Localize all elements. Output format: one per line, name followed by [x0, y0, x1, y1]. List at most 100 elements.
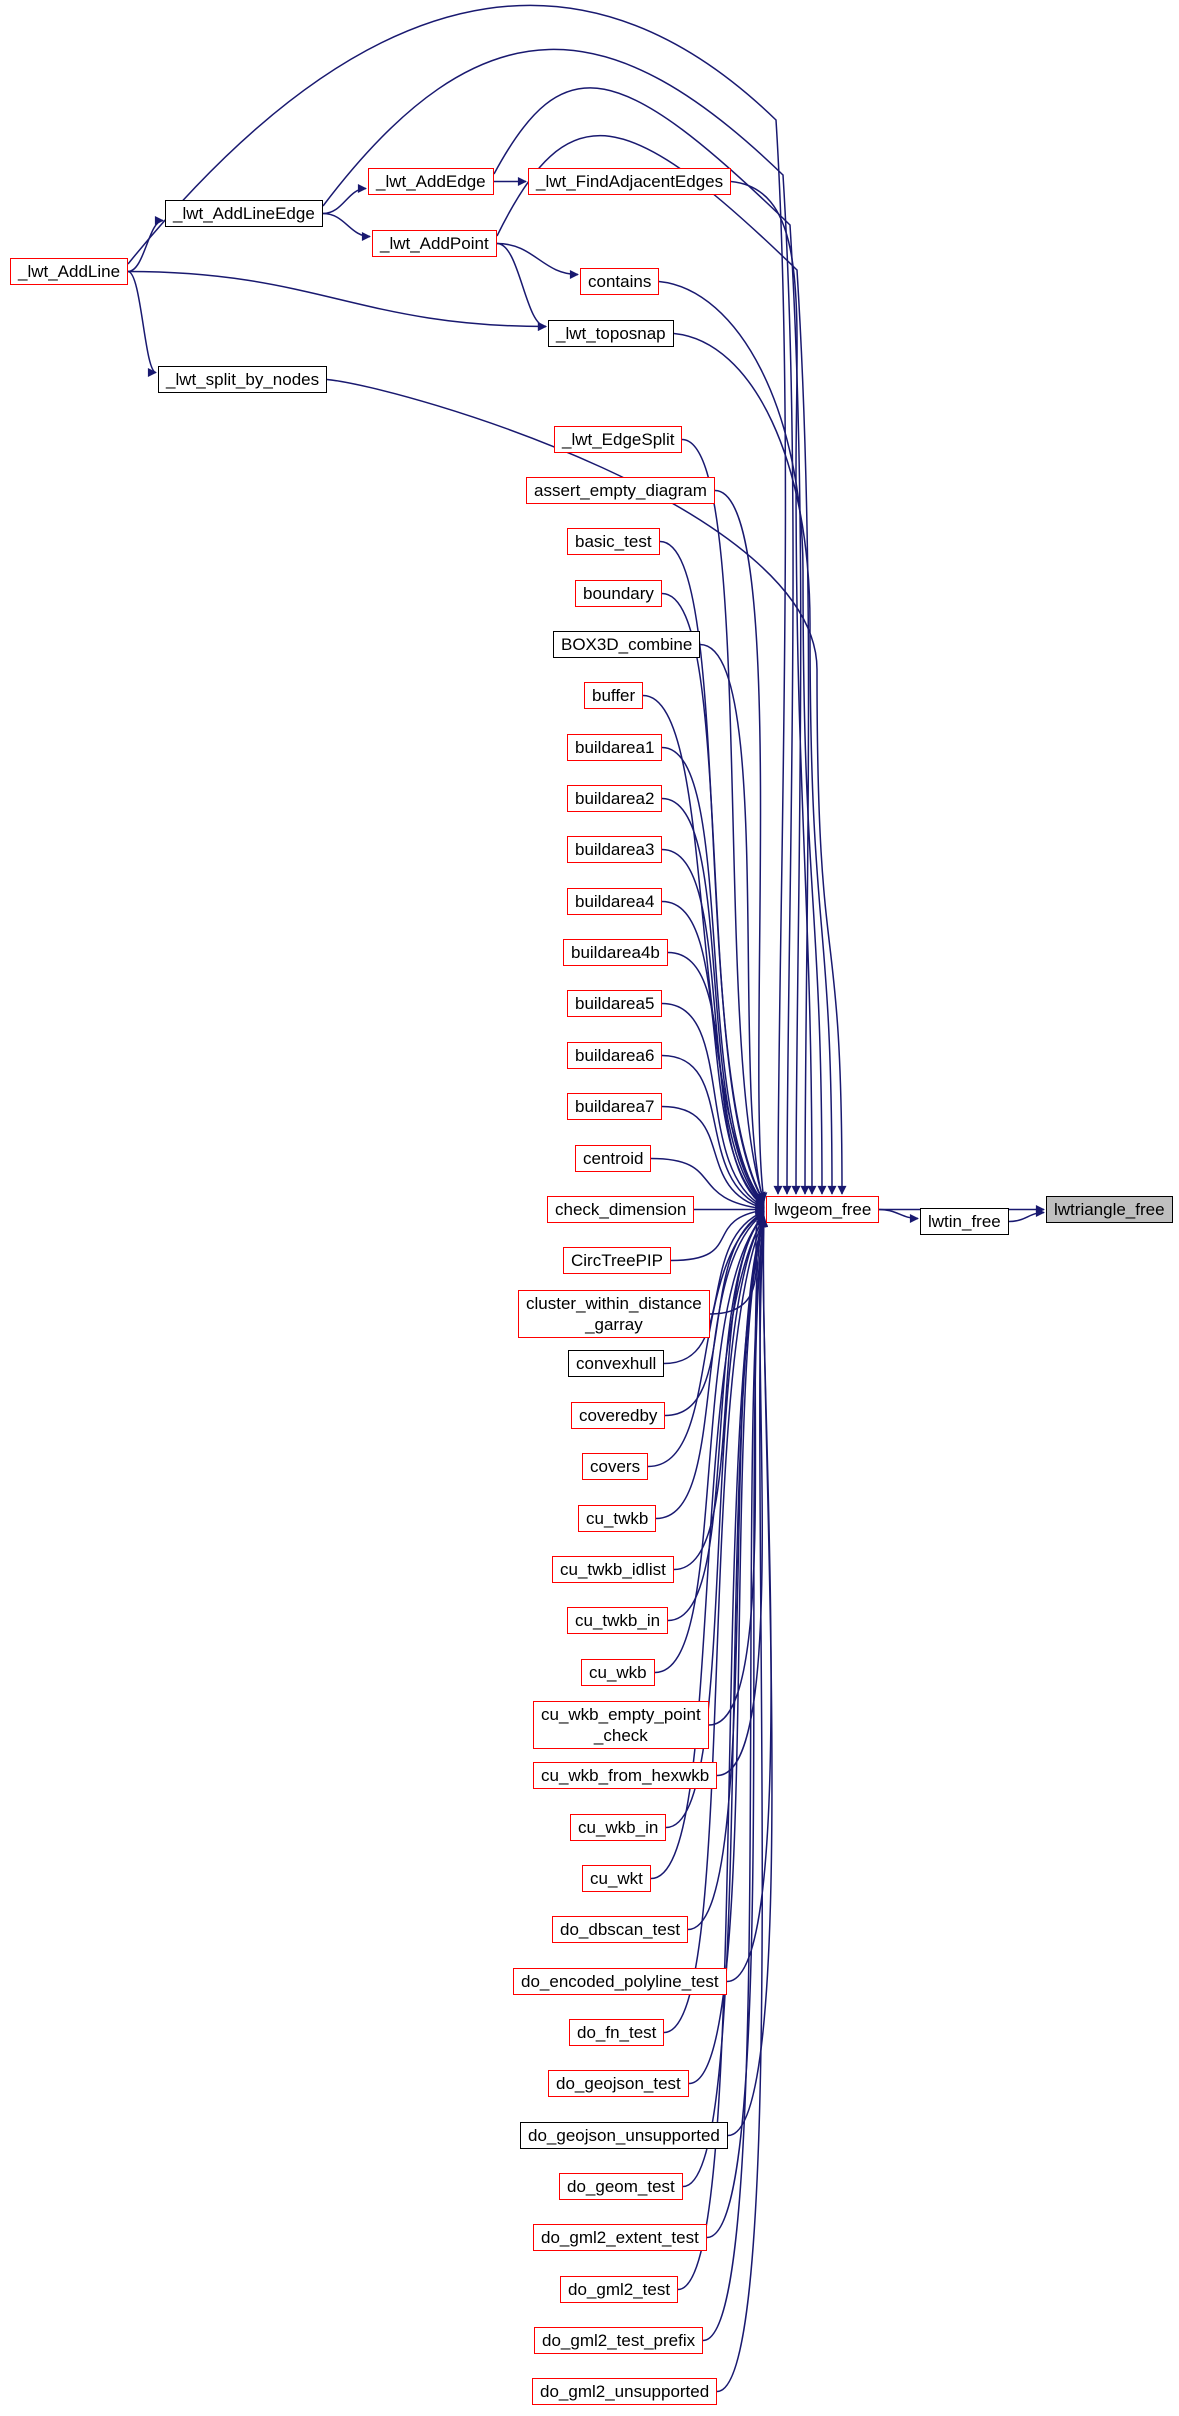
node-do-dbscan-test[interactable]: do_dbscan_test — [552, 1916, 689, 1943]
edge-buildarea4b-to-lwgeom_free — [667, 951, 765, 1208]
node-do-fn-test[interactable]: do_fn_test — [569, 2019, 665, 2046]
node-cu-wkb-empty-point-check[interactable]: cu_wkb_empty_point_check — [533, 1701, 709, 1749]
node-label: do_geojson_unsupported — [528, 2126, 720, 2145]
node-label: cu_wkt — [590, 1869, 643, 1888]
edge-_lwt_AddLine-to-_lwt_toposnap — [127, 270, 547, 331]
node-label: lwtriangle_free — [1054, 1200, 1165, 1219]
node-do-gml2-extent-test[interactable]: do_gml2_extent_test — [533, 2224, 707, 2251]
node-do-geojson-unsupported[interactable]: do_geojson_unsupported — [520, 2122, 728, 2149]
node-do-geom-test[interactable]: do_geom_test — [559, 2173, 683, 2200]
node-cu-wkb-from-hexwkb[interactable]: cu_wkb_from_hexwkb — [533, 1762, 718, 1789]
node-lwt-split-by-nodes[interactable]: _lwt_split_by_nodes — [158, 366, 328, 393]
node-check-dimension[interactable]: check_dimension — [547, 1196, 695, 1223]
node-do-encoded-polyline-test[interactable]: do_encoded_polyline_test — [513, 1968, 727, 1995]
node-label: buildarea7 — [575, 1097, 655, 1116]
node-buildarea5[interactable]: buildarea5 — [567, 990, 663, 1017]
node-assert-empty-diagram[interactable]: assert_empty_diagram — [526, 477, 715, 504]
edge-do_gml2_extent_test-to-lwgeom_free — [706, 1217, 768, 2239]
node-cluster-within-distance-garray[interactable]: cluster_within_distance _garray — [518, 1290, 710, 1338]
node-cu-twkb-idlist[interactable]: cu_twkb_idlist — [552, 1556, 674, 1583]
edge-_lwt_AddLine-to-lwgeom_free — [127, 4, 787, 1195]
node-label: buildarea1 — [575, 738, 655, 757]
edge-_lwt_AddLineEdge-to-lwgeom_free — [322, 48, 794, 1195]
node-cu-wkb[interactable]: cu_wkb — [581, 1659, 655, 1686]
node-label: boundary — [583, 584, 654, 603]
edge-buildarea3-to-lwgeom_free — [661, 848, 765, 1206]
node-cu-wkt[interactable]: cu_wkt — [582, 1865, 651, 1892]
node-label: centroid — [583, 1149, 644, 1168]
node-label: _garray — [585, 1315, 643, 1334]
edge-cu_wkt-to-lwgeom_free — [650, 1216, 765, 1880]
node-lwtin-free[interactable]: lwtin_free — [920, 1208, 1009, 1235]
node-do-gml2-test[interactable]: do_gml2_test — [560, 2276, 679, 2303]
node-basic-test[interactable]: basic_test — [567, 528, 660, 555]
node-label: lwtin_free — [928, 1212, 1001, 1231]
node-buildarea7[interactable]: buildarea7 — [567, 1093, 663, 1120]
edge-covers-to-lwgeom_free — [647, 1211, 765, 1468]
node-buildarea6[interactable]: buildarea6 — [567, 1042, 663, 1069]
node-cu-wkb-in[interactable]: cu_wkb_in — [570, 1814, 667, 1841]
edge-do_gml2_test_prefix-to-lwgeom_free — [702, 1217, 768, 2342]
node-lwt-toposnap[interactable]: _lwt_toposnap — [548, 320, 674, 347]
edge-_lwt_AddPoint-to-_lwt_toposnap — [496, 242, 547, 331]
node-do-gml2-unsupported[interactable]: do_gml2_unsupported — [532, 2378, 718, 2405]
node-buildarea3[interactable]: buildarea3 — [567, 836, 663, 863]
node-contains[interactable]: contains — [580, 268, 660, 295]
node-buildarea4[interactable]: buildarea4 — [567, 888, 663, 915]
node-buildarea2[interactable]: buildarea2 — [567, 785, 663, 812]
edge-assert_empty_diagram-to-lwgeom_free — [714, 489, 768, 1202]
node-box3d-combine[interactable]: BOX3D_combine — [553, 631, 701, 658]
node-lwtriangle-free: lwtriangle_free — [1046, 1196, 1173, 1223]
node-lwt-findadjacentedges[interactable]: _lwt_FindAdjacentEdges — [528, 168, 732, 195]
node-label: _lwt_AddPoint — [380, 234, 489, 253]
edge-_lwt_AddLineEdge-to-_lwt_AddPoint — [322, 212, 371, 241]
node-label: buildarea4 — [575, 892, 655, 911]
node-lwt-addline[interactable]: _lwt_AddLine — [10, 258, 129, 285]
node-label: cluster_within_distance — [526, 1294, 702, 1313]
node-cu-twkb[interactable]: cu_twkb — [578, 1505, 657, 1532]
edge-cu_twkb_idlist-to-lwgeom_free — [673, 1213, 765, 1571]
node-lwt-addpoint[interactable]: _lwt_AddPoint — [372, 230, 497, 257]
node-buildarea4b[interactable]: buildarea4b — [563, 939, 668, 966]
node-label: _lwt_EdgeSplit — [562, 430, 675, 449]
node-lwgeom-free[interactable]: lwgeom_free — [766, 1196, 880, 1223]
node-label: do_geom_test — [567, 2177, 675, 2196]
edge-BOX3D_combine-to-lwgeom_free — [699, 643, 766, 1204]
node-convexhull[interactable]: convexhull — [568, 1350, 665, 1377]
node-boundary[interactable]: boundary — [575, 580, 662, 607]
edge-buildarea2-to-lwgeom_free — [661, 797, 765, 1206]
node-label: cu_wkb_from_hexwkb — [541, 1766, 710, 1785]
node-label: buildarea2 — [575, 789, 655, 808]
node-centroid[interactable]: centroid — [575, 1145, 652, 1172]
edge-_lwt_AddPoint-to-lwgeom_free — [496, 134, 810, 1195]
node-lwt-addedge[interactable]: _lwt_AddEdge — [368, 168, 494, 195]
node-do-geojson-test[interactable]: do_geojson_test — [548, 2070, 689, 2097]
node-label: _lwt_toposnap — [556, 324, 666, 343]
node-label: do_gml2_test_prefix — [542, 2331, 696, 2350]
node-label: cu_twkb_in — [575, 1611, 661, 1630]
node-buffer[interactable]: buffer — [584, 682, 644, 709]
node-lwt-edgesplit[interactable]: _lwt_EdgeSplit — [554, 426, 683, 453]
node-label: cu_twkb — [586, 1509, 649, 1528]
node-label: covers — [590, 1457, 641, 1476]
node-covers[interactable]: covers — [582, 1453, 649, 1480]
node-label: contains — [588, 272, 652, 291]
node-buildarea1[interactable]: buildarea1 — [567, 734, 663, 761]
edge-_lwt_AddPoint-to-contains — [496, 242, 579, 279]
edge-_lwt_AddEdge-to-lwgeom_free — [493, 87, 802, 1195]
node-label: buildarea5 — [575, 994, 655, 1013]
node-lwt-addlineedge[interactable]: _lwt_AddLineEdge — [165, 200, 323, 227]
node-coveredby[interactable]: coveredby — [571, 1402, 666, 1429]
edge-cu_twkb_in-to-lwgeom_free — [667, 1213, 765, 1622]
edge-buildarea1-to-lwgeom_free — [661, 746, 765, 1205]
node-cu-twkb-in[interactable]: cu_twkb_in — [567, 1607, 669, 1634]
node-circtreepip[interactable]: CircTreePIP — [563, 1247, 671, 1274]
node-label: buildarea3 — [575, 840, 655, 859]
edge-buildarea6-to-lwgeom_free — [661, 1054, 765, 1209]
edge-_lwt_EdgeSplit-to-lwgeom_free — [681, 438, 766, 1202]
node-do-gml2-test-prefix[interactable]: do_gml2_test_prefix — [534, 2327, 704, 2354]
node-label: convexhull — [576, 1354, 657, 1373]
node-label: _lwt_AddLine — [18, 262, 121, 281]
